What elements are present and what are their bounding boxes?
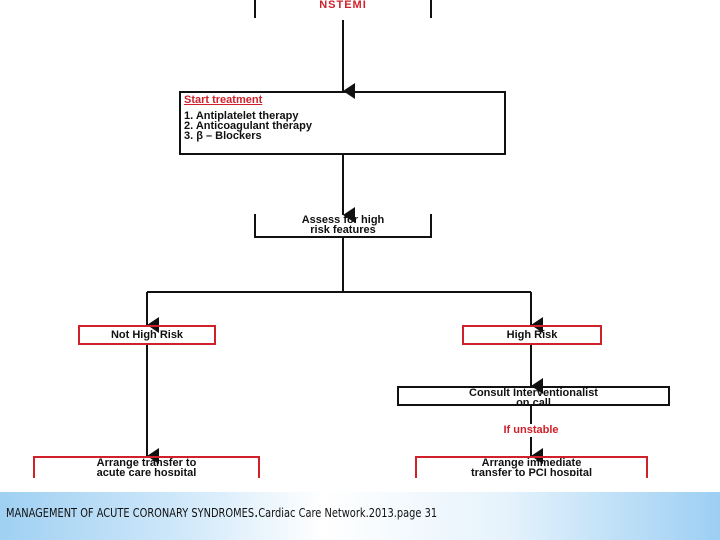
arrange-immediate-line: Arrange immediate [481, 457, 582, 469]
arrange-immediate-line2: transfer to PCI hospital [417, 468, 646, 476]
if-unstable-label: If unstable [503, 424, 559, 436]
pci-hospital-text: PCI hospital [528, 468, 593, 476]
start-treatment-box: Start treatment 1. Antiplatelet therapy … [179, 91, 506, 155]
citation-source: Cardiac Care Network.2013.page 31 [258, 506, 438, 520]
arrange-transfer-line: Arrange transfer to [96, 457, 197, 469]
arrange-transfer-box: Arrange transfer to acute care hospital [33, 456, 260, 478]
citation-title: MANAGEMENT OF ACUTE CORONARY SYNDROMES [6, 506, 255, 520]
nstemi-label: NSTEMI [319, 0, 367, 11]
consult-box: Consult Interventionalist on call [397, 386, 670, 406]
citation: MANAGEMENT OF ACUTE CORONARY SYNDROMES.C… [6, 502, 437, 521]
arrange-immediate-box: Arrange immediate transfer to PCI hospit… [415, 456, 648, 478]
treatment-item: 2. Anticoagulant therapy [184, 120, 312, 132]
high-risk-label: High Risk [506, 329, 558, 341]
consult-line: on call [516, 398, 551, 406]
assess-box: Assess for high risk features [254, 214, 432, 238]
arrange-immediate-text: transfer to [470, 468, 529, 476]
nstemi-box: NSTEMI [254, 0, 432, 18]
consult-line: Consult Interventionalist [469, 387, 598, 399]
assess-line: Assess for high [301, 214, 385, 226]
arrange-transfer-line: acute care hospital [96, 468, 197, 476]
not-high-risk-box: Not High Risk [78, 325, 216, 345]
start-treatment-title: Start treatment [184, 94, 263, 106]
not-high-risk-label: Not High Risk [110, 329, 184, 341]
treatment-item: 3. β – Blockers [184, 130, 262, 142]
high-risk-box: High Risk [462, 325, 602, 345]
flowchart-connectors [146, 20, 543, 464]
citation-separator: . [254, 502, 259, 521]
treatment-item: 1. Antiplatelet therapy [184, 110, 299, 122]
footer-band: MANAGEMENT OF ACUTE CORONARY SYNDROMES.C… [0, 492, 720, 540]
assess-line: risk features [310, 225, 376, 234]
